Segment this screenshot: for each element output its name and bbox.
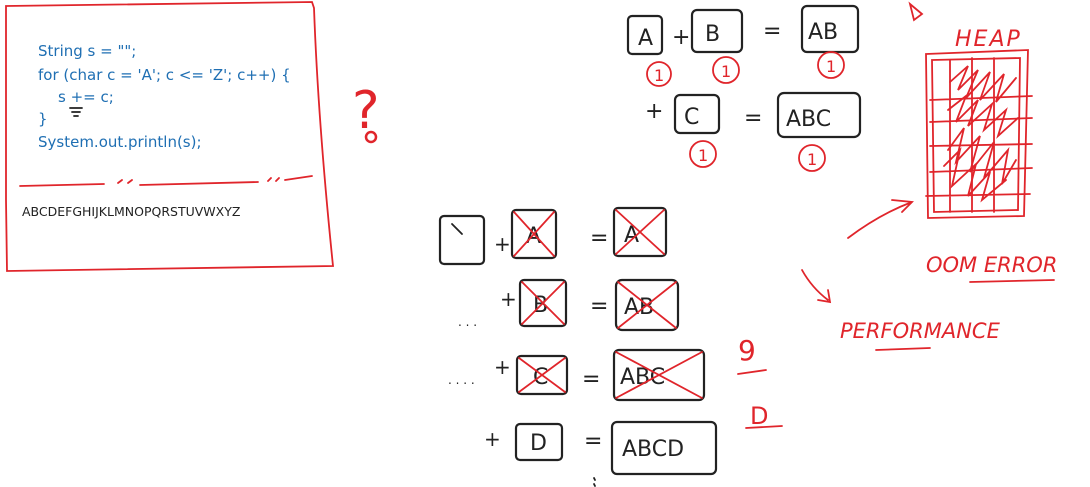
row4-term-box — [514, 422, 564, 462]
count-ab: 1 — [826, 57, 836, 76]
continuation-dots — [593, 477, 596, 487]
heap-scribble-fill — [943, 65, 1019, 203]
oom-error-label: OOM ERROR — [926, 253, 1057, 277]
row2-result-box — [614, 278, 680, 332]
count-circle-ab — [817, 51, 845, 79]
row2-plus: + — [500, 287, 517, 311]
output-separator — [19, 175, 313, 187]
performance-underline — [875, 347, 931, 351]
row1-result-cross — [615, 209, 665, 255]
row1-plus: + — [494, 232, 511, 256]
box-empty — [438, 214, 486, 266]
row4-equals: = — [584, 429, 602, 454]
row4-result: ABCD — [622, 437, 684, 462]
code-line-2: for (char c = 'A'; c <= 'Z'; c++) { — [38, 66, 291, 84]
equals-1: = — [763, 19, 781, 44]
question-dot-icon — [364, 130, 378, 144]
row4-term: D — [530, 431, 547, 456]
row3-plus: + — [494, 355, 511, 379]
row1-term-box — [510, 208, 558, 260]
arrow-to-heap — [847, 199, 914, 239]
heap-corner-mark — [908, 1, 924, 22]
plus-1: + — [672, 25, 690, 50]
box-b-label: B — [705, 22, 720, 47]
heap-outline — [925, 49, 1029, 219]
count-circle-a — [646, 61, 672, 87]
empty-mark — [451, 223, 463, 235]
plus-2: + — [645, 99, 663, 124]
count-a: 1 — [654, 66, 664, 85]
box-a — [626, 14, 664, 56]
box-c — [673, 93, 721, 135]
bottom-diagram: + A = A . . . + B = AB . . . . + C = ABC… — [438, 206, 783, 487]
row2-result-cross — [617, 281, 677, 329]
count-c: 1 — [698, 146, 708, 165]
performance-label: PERFORMANCE — [840, 319, 1001, 343]
row1-equals: = — [590, 226, 608, 251]
code-panel-border — [5, 1, 334, 272]
code-panel: String s = ""; for (char c = 'A'; c <= '… — [5, 1, 334, 272]
equals-2: = — [744, 106, 762, 131]
side-mark-d-underline — [745, 425, 783, 429]
code-line-5: System.out.println(s); — [38, 133, 202, 151]
count-circle-abc — [798, 144, 826, 172]
row3-result-cross — [615, 351, 703, 399]
code-line-3: s += c; — [58, 88, 114, 106]
box-a-label: A — [638, 26, 653, 51]
row2-term-cross — [521, 281, 565, 325]
row2-term-box — [518, 278, 568, 328]
arrow-to-performance — [801, 269, 832, 304]
code-line-4: } — [38, 110, 48, 128]
box-ab-label: AB — [808, 20, 838, 45]
row1-result-box — [612, 206, 668, 258]
box-c-label: C — [684, 105, 699, 130]
oom-underline — [969, 279, 1055, 283]
box-abc-label: ABC — [786, 107, 831, 132]
box-b — [690, 8, 744, 54]
code-line-1: String s = ""; — [38, 42, 136, 60]
row1-term-cross — [513, 211, 555, 257]
top-diagram: A + B = AB 1 1 1 + C = ABC 1 1 — [626, 4, 862, 172]
side-mark-d: D — [750, 402, 768, 430]
row4-plus: + — [484, 427, 501, 451]
row2-prefix: . . . — [458, 315, 477, 329]
row4-result-box — [610, 420, 718, 476]
program-output: ABCDEFGHIJKLMNOPQRSTUVWXYZ — [22, 204, 240, 219]
row3-prefix: . . . . — [448, 373, 475, 387]
row3-result: ABC — [620, 365, 665, 390]
row2-equals: = — [590, 294, 608, 319]
count-circle-c — [689, 140, 717, 168]
side-mark-9-underline — [737, 369, 767, 375]
cursor-scribble-icon — [69, 107, 83, 117]
question-mark: ? — [352, 81, 380, 141]
count-abc: 1 — [807, 150, 817, 169]
heap-inner-outline — [931, 57, 1021, 213]
row3-term-box — [515, 354, 569, 396]
row1-result: A — [624, 223, 639, 248]
box-abc — [776, 91, 862, 139]
heap-label: HEAP — [955, 27, 1022, 52]
row3-equals: = — [582, 367, 600, 392]
count-b: 1 — [721, 62, 731, 81]
row3-result-box — [612, 348, 706, 402]
heap-grid — [925, 57, 1033, 213]
row3-term-cross — [518, 357, 566, 393]
heap-diagram: HEAP OOM ERROR PERFORMANCE — [801, 1, 1057, 351]
count-circle-b — [712, 56, 740, 84]
side-mark-9: 9 — [738, 334, 756, 367]
